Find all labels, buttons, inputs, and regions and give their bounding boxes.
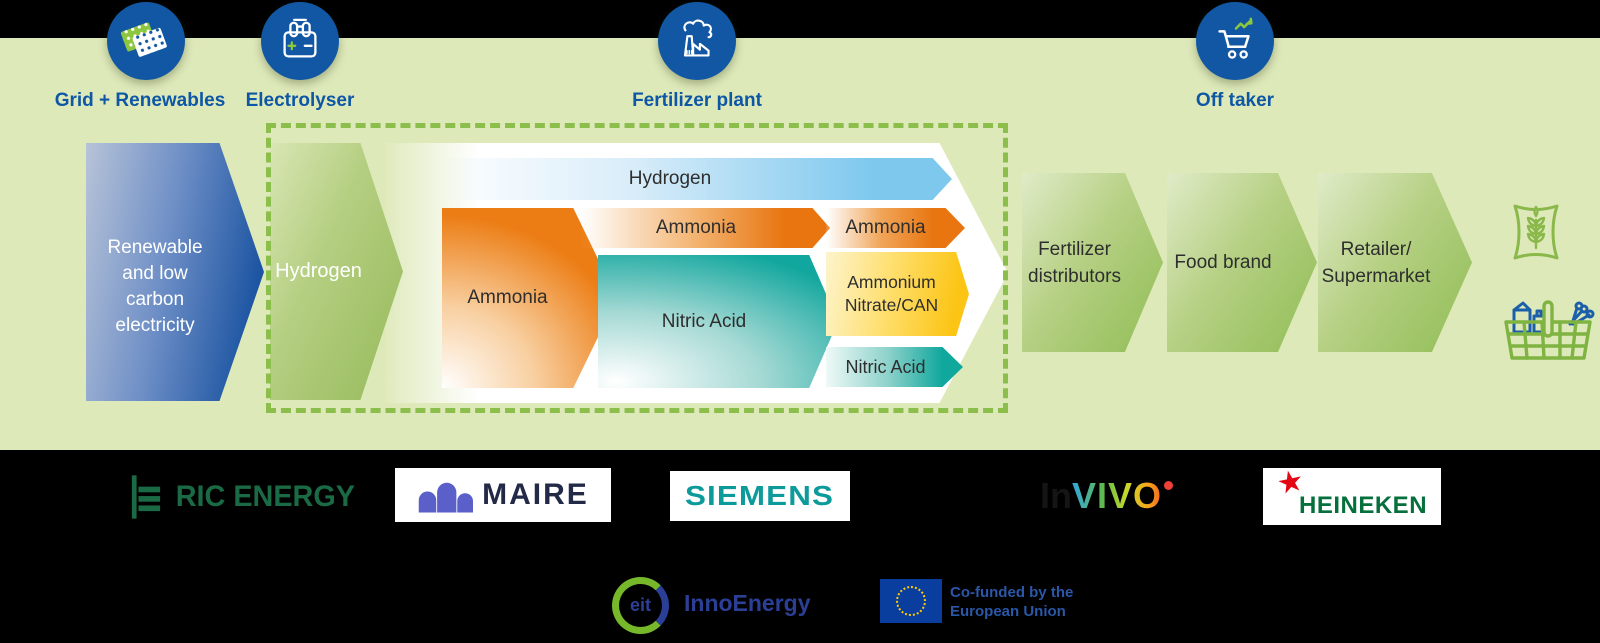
electrolyser-icon <box>283 18 317 58</box>
ric-energy-logo: RIC ENERGY <box>130 472 359 522</box>
nitric-acid-out-label: Nitric Acid <box>845 356 926 377</box>
invivo-dot <box>1164 480 1174 490</box>
ammonium-nitrate-arrow: Ammonium Nitrate/CAN <box>826 252 969 336</box>
electricity-line: and low <box>122 263 188 284</box>
maire-wordmark: MAIRE <box>482 478 589 511</box>
stage-label-fertilizer-plant: Fertilizer plant <box>632 90 762 111</box>
cart-growth-icon <box>1218 17 1253 59</box>
solar-panels-icon <box>121 22 167 57</box>
nitric-acid-arrow: Nitric Acid <box>598 255 838 388</box>
ammonia-main-label: Ammonia <box>467 287 548 308</box>
downstream-line: Retailer/ <box>1340 238 1412 260</box>
invivo-prefix: In <box>1040 475 1072 516</box>
maire-arches-icon <box>418 482 474 513</box>
ammonium-nitrate-line: Nitrate/CAN <box>844 295 939 315</box>
fertilizer-sack-icon <box>1513 204 1559 260</box>
eit-circle-logo: eit <box>612 577 669 634</box>
maire-logo: MAIRE <box>395 468 611 522</box>
nitric-acid-label: Nitric Acid <box>661 310 747 332</box>
eu-flag-icon <box>880 579 942 623</box>
stage-label-electrolyser: Electrolyser <box>245 90 355 111</box>
factory-icon <box>683 19 713 57</box>
downstream-line: Fertilizer <box>1038 238 1111 260</box>
heineken-wordmark: HEINEKEN <box>1299 492 1428 519</box>
downstream-line: Food brand <box>1174 251 1272 273</box>
stage-label-grid-renewables: Grid + Renewables <box>54 90 226 111</box>
hydrogen-flow-label: Hydrogen <box>628 168 712 189</box>
electricity-line: Renewable <box>107 237 203 258</box>
invivo-logo: In VIVO <box>1040 471 1174 521</box>
stage-label-off-taker: Off taker <box>1195 90 1275 111</box>
grocery-basket-icon <box>1504 300 1595 360</box>
grid-renewables-icon-circle <box>107 2 185 80</box>
electrolyser-icon-circle <box>261 2 339 80</box>
invivo-wordmark: VIVO <box>1072 475 1163 516</box>
ammonia-out-arrow: Ammonia <box>826 208 965 248</box>
ric-energy-icon <box>131 475 161 519</box>
nitric-acid-out-arrow: Nitric Acid <box>826 347 963 387</box>
ammonium-nitrate-line: Ammonium <box>847 272 936 292</box>
downstream-line: distributors <box>1028 265 1121 287</box>
fertilizer-plant-icon-circle <box>658 2 736 80</box>
ammonia-out-label: Ammonia <box>845 217 926 238</box>
ammonia-mid-label: Ammonia <box>655 217 737 238</box>
electricity-line: electricity <box>115 315 195 336</box>
downstream-line: Supermarket <box>1321 265 1431 287</box>
eit-label: eit <box>629 595 651 615</box>
heineken-logo: ★ HEINEKEN <box>1263 464 1441 525</box>
hydrogen-flow-arrow: Hydrogen <box>428 158 952 200</box>
electricity-line: carbon <box>125 289 185 310</box>
ammonia-mid-arrow: Ammonia <box>580 208 830 248</box>
hydrogen-stage-label: Hydrogen <box>275 260 362 282</box>
eu-cofunded-text: Co-funded by the European Union <box>950 583 1073 621</box>
siemens-wordmark: SIEMENS <box>685 480 835 511</box>
eu-cofunded-line: European Union <box>950 603 1066 620</box>
siemens-logo: SIEMENS <box>670 471 850 521</box>
electricity-arrow: Renewable and low carbon electricity <box>86 143 264 401</box>
off-taker-icon-circle <box>1196 2 1274 80</box>
ric-energy-wordmark: RIC ENERGY <box>175 480 355 513</box>
eu-cofunded-line: Co-funded by the <box>950 584 1074 601</box>
plant-boundary-dashed-box <box>266 123 1008 413</box>
innoenergy-wordmark: InnoEnergy <box>684 590 811 616</box>
